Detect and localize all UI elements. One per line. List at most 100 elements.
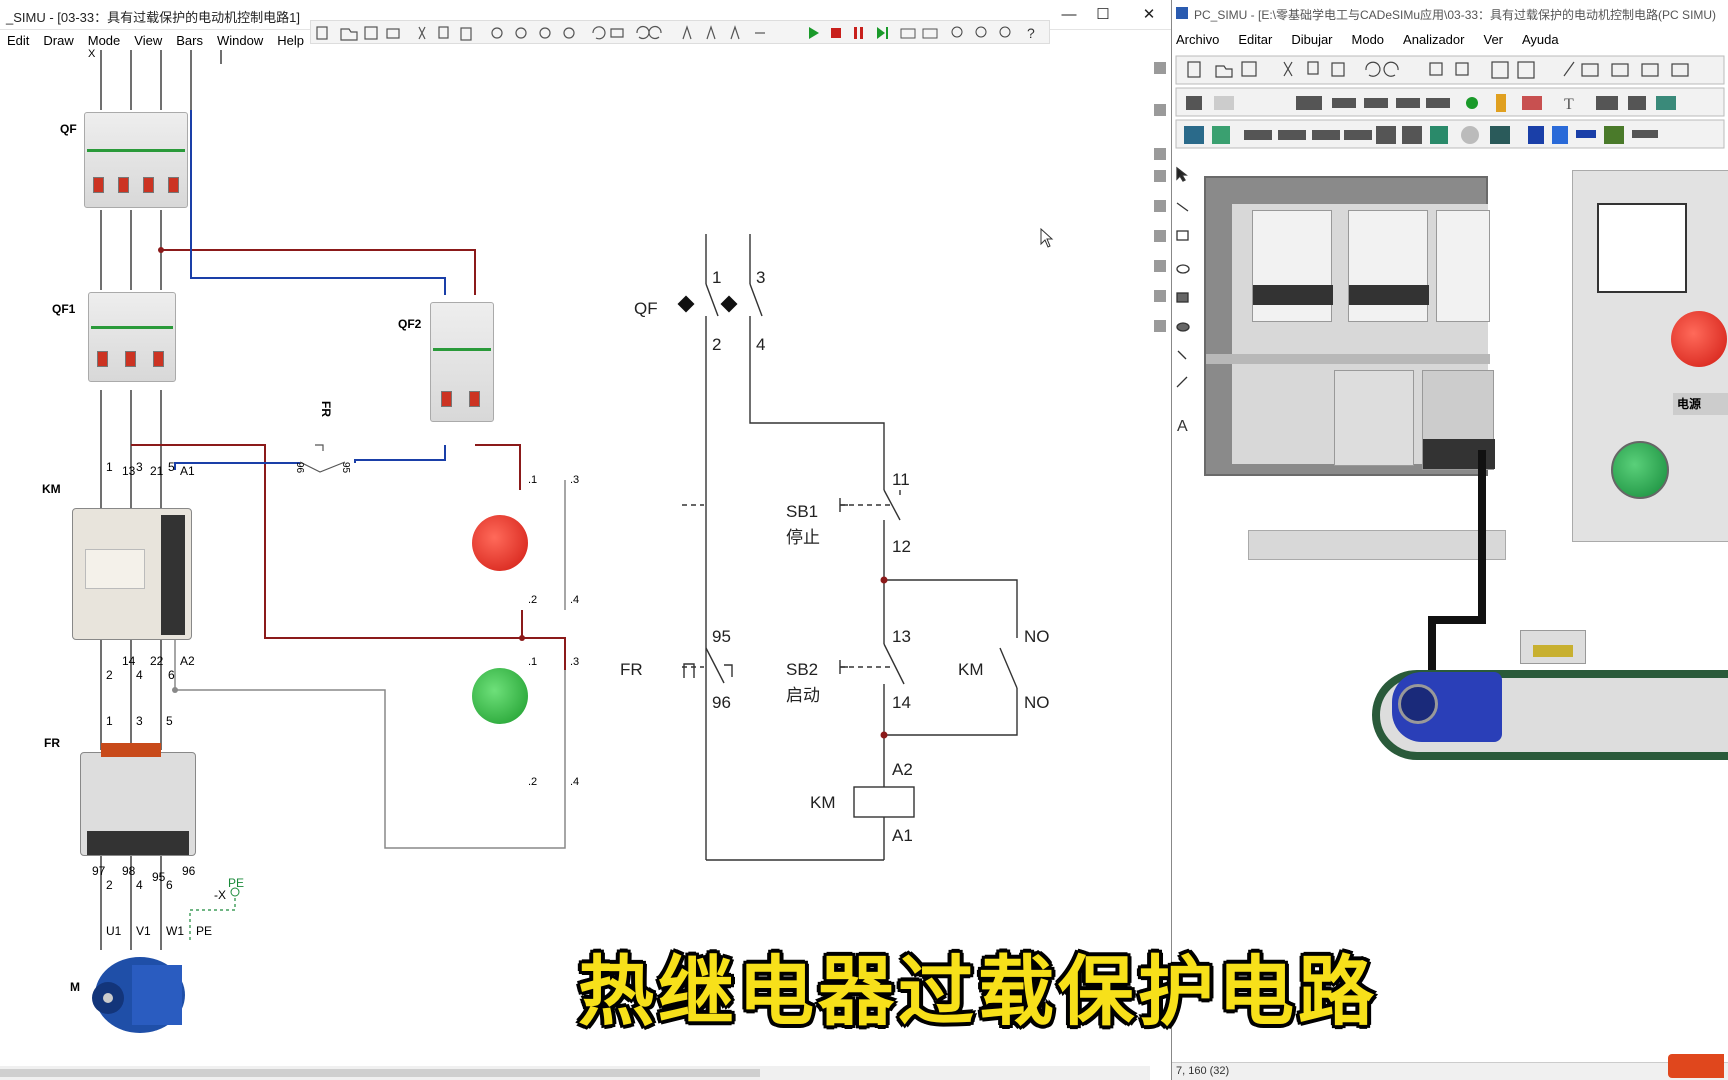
open-folder-icon: [340, 28, 358, 41]
km-label: KM: [42, 482, 61, 496]
sch-qf: QF: [634, 299, 658, 318]
pc-simu-window: PC_SIMU - [E:\零基础学电工与CADeSIMu应用\03-33：具有…: [1172, 0, 1728, 1080]
menu-editar[interactable]: Editar: [1238, 32, 1273, 47]
play-icon: [809, 27, 819, 39]
filled-rect-icon: [1176, 292, 1189, 303]
toolbar-icons: ?: [316, 25, 1035, 41]
motor-graphic: [92, 957, 185, 1033]
menu-ayuda[interactable]: Ayuda: [1522, 32, 1559, 47]
menu-bars[interactable]: Bars: [176, 33, 203, 48]
control-schematic: [677, 234, 1018, 861]
minimize-button[interactable]: —: [1061, 6, 1077, 23]
motor-label: M: [70, 980, 80, 994]
pencil-tool-icon: [1176, 376, 1188, 388]
svg-text:T: T: [1564, 96, 1574, 113]
start-pushbutton[interactable]: [472, 668, 528, 724]
km-bot-4: 4: [136, 668, 143, 682]
pb-red-3: .3: [570, 474, 580, 486]
text-c-icon: [730, 25, 740, 40]
stop-icon: [831, 28, 841, 38]
menu-window[interactable]: Window: [216, 33, 264, 48]
fr-bot-2: 2: [106, 878, 113, 892]
right-toolbars[interactable]: T: [1172, 54, 1728, 154]
km-top-1: 1: [106, 460, 113, 474]
km-contactor[interactable]: [72, 508, 192, 640]
km-bot-14: 14: [122, 654, 136, 668]
sch-qf-4: 4: [756, 335, 766, 354]
material-box: [1520, 630, 1586, 664]
panel-label-box: [1673, 393, 1728, 415]
rect-tool-icon: [1176, 230, 1189, 241]
motor-v1: V1: [136, 924, 151, 938]
filled-ellipse-icon: [1176, 322, 1190, 332]
menu-view[interactable]: View: [134, 33, 163, 48]
menu-draw[interactable]: Draw: [43, 33, 74, 48]
sim-canvas[interactable]: 电源: [1194, 160, 1728, 1040]
qf-breaker[interactable]: [84, 112, 188, 208]
fr-label: FR: [44, 736, 60, 750]
qf1-breaker[interactable]: [88, 292, 176, 382]
sch-km-coil: KM: [810, 793, 836, 812]
maximize-button[interactable]: ☐: [1096, 6, 1110, 23]
panel-power-label: 电源: [1677, 397, 1702, 411]
fr-bot-98: 98: [122, 864, 136, 878]
menu-archivo[interactable]: Archivo: [1176, 32, 1220, 47]
refresh-icon: [592, 26, 606, 40]
save-icon: [364, 26, 378, 40]
text-a-icon: [682, 25, 692, 40]
paste-icon: [460, 27, 472, 41]
left-menu-bar: Edit Draw Mode View Bars Window Help: [0, 30, 311, 52]
menu-modo[interactable]: Modo: [1351, 32, 1385, 47]
panel-stop-button[interactable]: [1671, 311, 1727, 367]
sch-qf-2: 2: [712, 335, 722, 354]
fr-small-label: FR: [319, 401, 333, 417]
zoom-prev-icon: [563, 27, 575, 39]
right-menu-bar: Archivo Editar Dibujar Modo Analizador V…: [1176, 30, 1566, 50]
right-window-title: PC_SIMU - [E:\零基础学电工与CADeSIMu应用\03-33：具有…: [1194, 8, 1717, 22]
wiring-canvas[interactable]: [0, 50, 1150, 1060]
step-icon: [877, 27, 885, 39]
right-drawing-tools[interactable]: A: [1174, 165, 1192, 445]
ellipse-tool-icon: [1176, 264, 1190, 274]
window-icon: [900, 28, 916, 39]
panel-start-button[interactable]: [1611, 441, 1669, 499]
menu-ver[interactable]: Ver: [1483, 32, 1503, 47]
menu-edit[interactable]: Edit: [7, 33, 30, 48]
pb-red-1: .1: [528, 474, 538, 486]
sch-fr: FR: [620, 660, 643, 679]
text-b-icon: [706, 25, 716, 40]
din-rail: [1248, 530, 1506, 560]
fr-contact-symbol: [299, 444, 346, 473]
left-scroll-thumb[interactable]: [0, 1069, 760, 1077]
cabinet-breaker-2: [1348, 210, 1429, 322]
stop-pushbutton[interactable]: [472, 515, 528, 571]
sch-sb1: SB1: [786, 502, 819, 521]
qf2-breaker[interactable]: [430, 302, 494, 422]
sch-96: 96: [712, 693, 731, 712]
menu-help[interactable]: Help: [277, 33, 304, 48]
close-button[interactable]: ✕: [1142, 6, 1156, 23]
cabinet-breaker-1: [1252, 210, 1333, 322]
km-top-5: 5: [168, 460, 175, 474]
sch-qf-3: 3: [756, 268, 766, 287]
menu-mode[interactable]: Mode: [87, 33, 121, 48]
copy-icon: [438, 26, 449, 39]
select-arrow-icon: [1176, 166, 1188, 182]
pb-red-4: .4: [570, 594, 580, 606]
left-horizontal-scrollbar[interactable]: [0, 1066, 1150, 1080]
left-toolbar: ?: [310, 20, 1050, 44]
sch-95: 95: [712, 627, 731, 646]
sch-sb2-cn: 启动: [786, 686, 820, 705]
menu-dibujar[interactable]: Dibujar: [1291, 32, 1333, 47]
sch-sb2: SB2: [786, 660, 819, 679]
km-top-13: 13: [122, 464, 136, 478]
fr-thermal-relay[interactable]: [80, 743, 196, 856]
km-top-a1: A1: [180, 464, 195, 478]
menu-analizador[interactable]: Analizador: [1403, 32, 1465, 47]
sch-14: 14: [892, 693, 911, 712]
mouse-cursor-icon: [1040, 228, 1054, 248]
sch-13: 13: [892, 627, 911, 646]
text-tool-icon: A: [1177, 418, 1188, 435]
fr-96-label: 96: [294, 461, 306, 474]
